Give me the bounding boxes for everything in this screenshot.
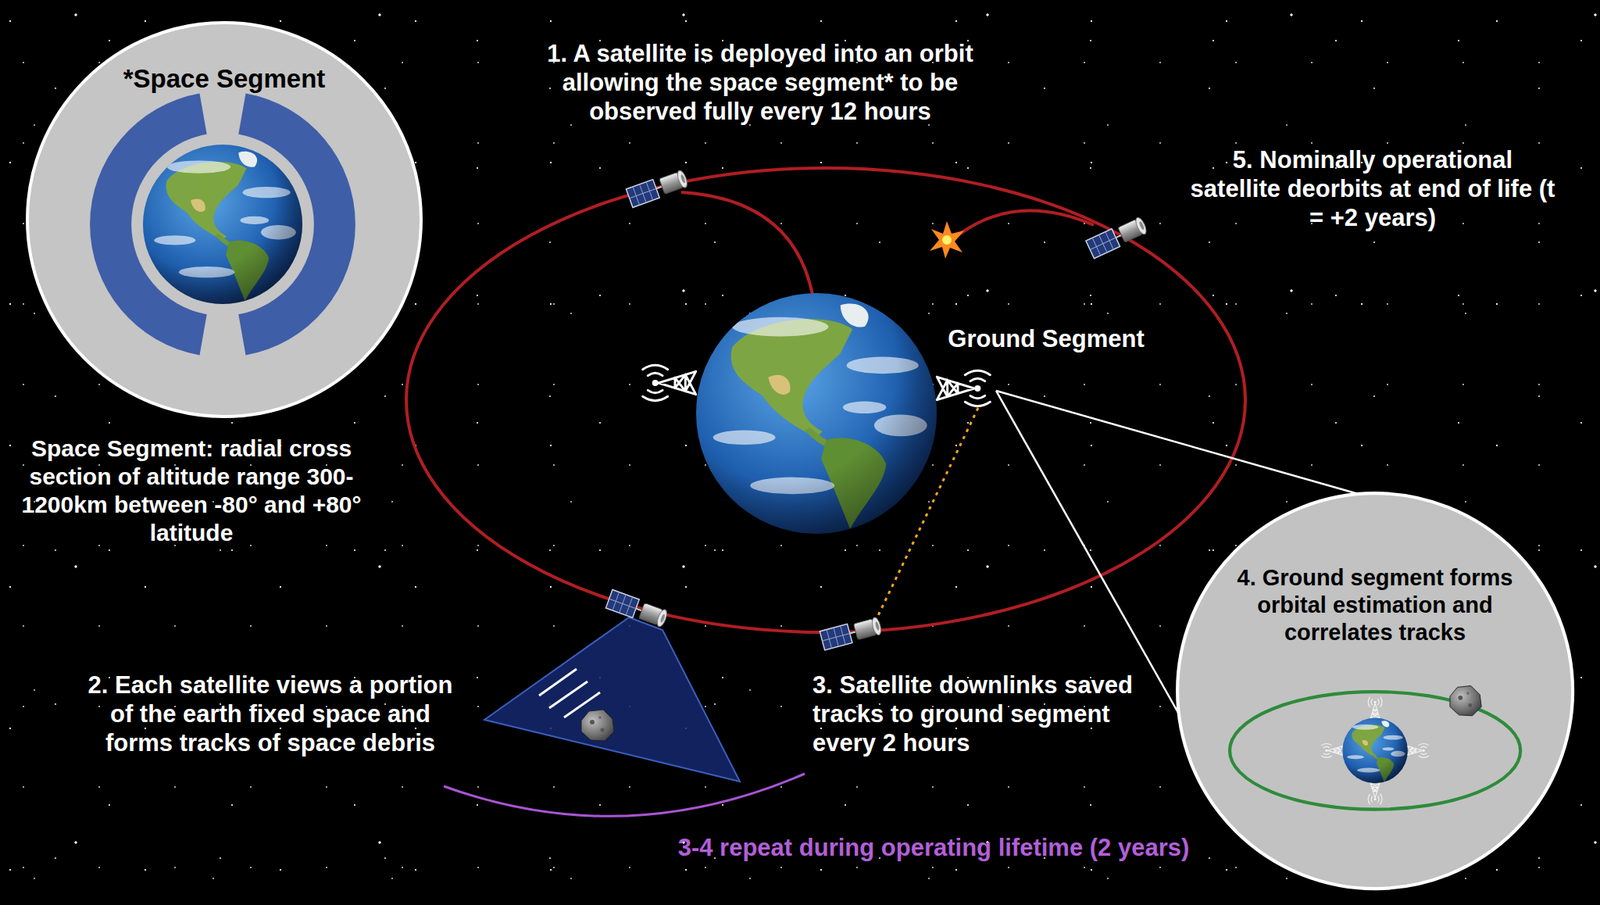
inset-circle: *Space Segment: [25, 20, 424, 419]
satellite-icon: [819, 615, 883, 650]
satellite-icon: [625, 168, 690, 208]
zoom-leader-line: [996, 390, 1383, 501]
label-anchor: 5. Nominally operational satellite deorb…: [1185, 145, 1561, 233]
label-anchor: 3-4 repeat during operating lifetime (2 …: [613, 832, 1254, 862]
inset-figure: [89, 93, 356, 356]
ground-station-icon: [936, 370, 990, 406]
downlink-line: [873, 407, 979, 625]
cycle-note: 3-4 repeat during operating lifetime (2 …: [613, 832, 1254, 862]
repeat-arc: [443, 773, 805, 816]
circle-shape: [27, 22, 422, 417]
definition-note: Space Segment: radial cross section of a…: [19, 434, 364, 547]
inset-heading: *Space Segment: [123, 63, 326, 95]
satellite-icon: [605, 589, 669, 629]
step-caption: 1. A satellite is deployed into an orbit…: [525, 39, 995, 127]
circle-outline: [1175, 490, 1575, 891]
circle-shape: [1177, 492, 1573, 889]
inset-circle: 4. Ground segment forms orbital estimati…: [1175, 490, 1575, 891]
deorbit-trajectory: [957, 210, 1094, 236]
earth: [696, 292, 937, 534]
label-anchor: 2. Each satellite views a portion of the…: [75, 670, 466, 758]
burst-star: [929, 221, 965, 259]
step-caption: 2. Each satellite views a portion of the…: [75, 670, 466, 758]
ground-station-icon: [642, 364, 697, 400]
inset-figure: [1229, 685, 1521, 809]
launch-trajectory: [681, 192, 813, 295]
label-anchor: Space Segment: radial cross section of a…: [19, 434, 364, 547]
orbit-ellipse: [406, 167, 1246, 633]
inset-heading: 4. Ground segment forms orbital estimati…: [1226, 564, 1524, 646]
step-caption: 5. Nominally operational satellite deorb…: [1185, 145, 1561, 233]
space-debris: [581, 709, 615, 741]
label-anchor: 3. Satellite downlinks saved tracks to g…: [812, 670, 1145, 758]
label-anchor: Ground Segment: [921, 324, 1172, 354]
explosion-burst: [929, 221, 965, 259]
step-caption: 3. Satellite downlinks saved tracks to g…: [812, 670, 1145, 758]
label-anchor: 1. A satellite is deployed into an orbit…: [525, 39, 995, 127]
satellite-icon: [1085, 215, 1149, 259]
burst-core: [942, 235, 952, 245]
part-label: Ground Segment: [921, 324, 1172, 354]
sensor-field-of-view: [484, 617, 740, 782]
